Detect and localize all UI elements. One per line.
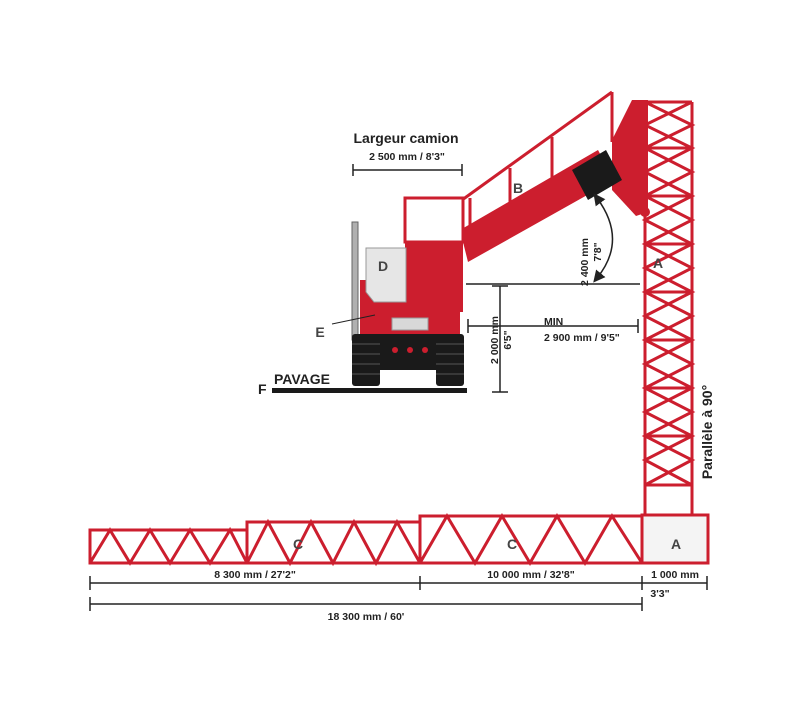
clearance-ft: 6'5": [502, 330, 514, 349]
label-a-corner: A: [671, 536, 681, 552]
truck-width-value: 2 500 mm / 8'3": [369, 151, 445, 163]
min-value: 2 900 mm / 9'5": [544, 332, 620, 344]
pavement-line: [272, 388, 467, 393]
pavement-label: PAVAGE: [274, 371, 330, 387]
label-f: F: [258, 381, 267, 397]
tower-head-bracket: [612, 100, 648, 216]
dim-seg1: 8 300 mm / 27'2": [214, 569, 296, 581]
dim-seg3-mm: 1 000 mm: [651, 569, 699, 581]
dim-seg3-ft: 3'3": [650, 588, 669, 600]
label-d: D: [378, 258, 388, 274]
dim-total: 18 300 mm / 60': [328, 611, 405, 623]
parallel-label: Parallèle à 90°: [699, 385, 715, 479]
label-e: E: [315, 324, 324, 340]
label-c-1: C: [293, 536, 303, 552]
pivot-pin: [640, 207, 650, 217]
dim-seg2: 10 000 mm / 32'8": [487, 569, 574, 581]
label-c-2: C: [507, 536, 517, 552]
clearance-mm: 2 000 mm: [489, 316, 501, 364]
vertical-truss-tower: [641, 100, 696, 487]
truck-width-title: Largeur camion: [353, 130, 458, 146]
horizontal-truss: [88, 513, 644, 567]
truck: [331, 196, 465, 386]
boom-angle-mm: 2 400 mm: [579, 238, 591, 286]
label-b: B: [513, 180, 523, 196]
label-a-tower: A: [653, 255, 663, 271]
boom-angle-ft: 7'8": [592, 242, 604, 261]
corner-box: [640, 483, 710, 565]
min-label: MIN: [544, 316, 563, 328]
dimension-lines: [89, 164, 708, 611]
boom-arm: [460, 90, 622, 262]
